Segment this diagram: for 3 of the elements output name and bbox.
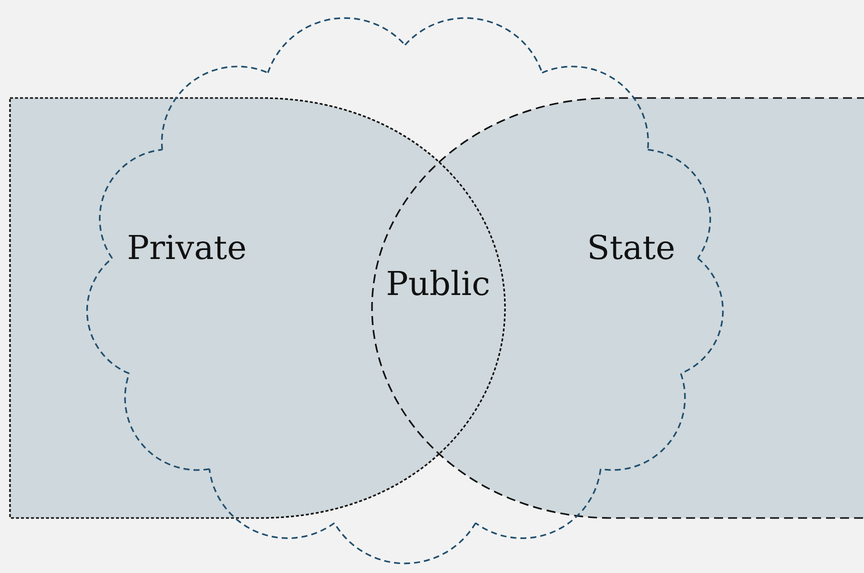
overlap-label: Public: [386, 264, 490, 303]
region-label: State: [587, 228, 676, 267]
region-label: Private: [127, 228, 247, 267]
